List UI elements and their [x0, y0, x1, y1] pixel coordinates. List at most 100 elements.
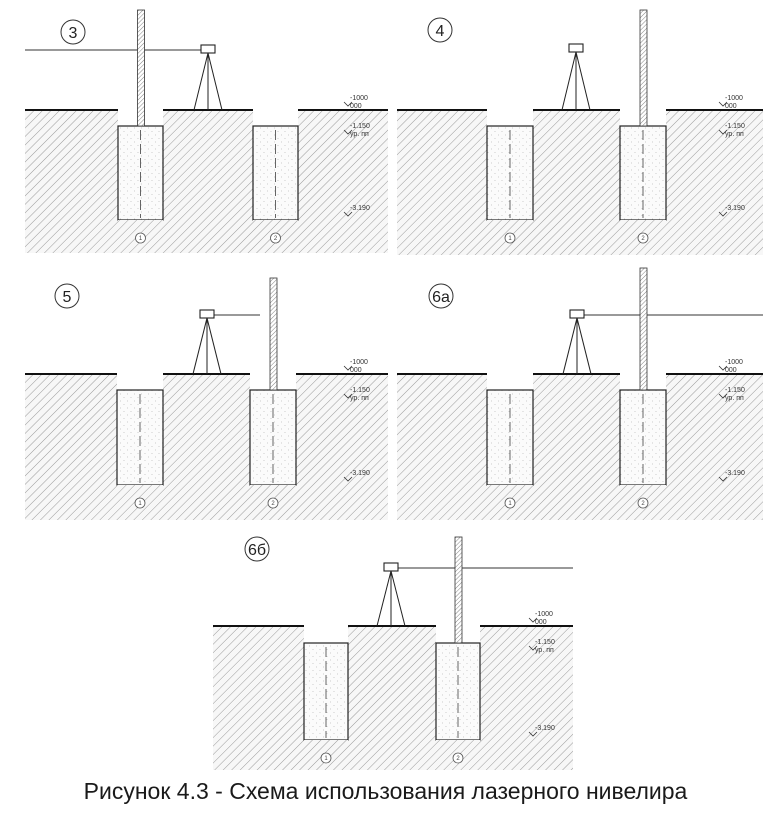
tripod-leg — [206, 317, 222, 375]
elevation-triangle — [528, 617, 538, 623]
panel-label: 6б — [248, 542, 266, 559]
elevation-mark: -1000 — [350, 359, 368, 366]
tripod-leg — [562, 317, 578, 375]
elevation-mark: -1.150 — [725, 387, 745, 394]
soil — [213, 626, 573, 770]
pit-number-circle — [504, 232, 516, 244]
elevation-mark-sub: ур. пп — [725, 131, 744, 138]
leveling-staff — [639, 267, 648, 391]
elevation-triangle — [718, 129, 728, 135]
laser-level — [199, 309, 215, 319]
elevation-mark-sub: ур. пп — [350, 395, 369, 402]
laser-level — [383, 562, 399, 572]
pit-number: 1 — [139, 236, 143, 242]
elevation-mark-sub: 000 — [350, 103, 362, 110]
pit-number: 2 — [274, 236, 278, 242]
elevation-mark-sub: ур. пп — [725, 395, 744, 402]
pit-number-circle — [134, 497, 146, 509]
tripod-leg — [376, 570, 392, 627]
panel-label-circle — [427, 17, 453, 43]
elevation-triangle — [343, 129, 353, 135]
panel-label: 5 — [63, 289, 72, 306]
elevation-triangle — [528, 731, 538, 737]
elevation-triangle — [343, 101, 353, 107]
tripod-leg — [192, 317, 208, 375]
elevation-triangle — [718, 476, 728, 482]
elevation-mark: -1.150 — [725, 123, 745, 130]
figure-caption: Рисунок 4.3 - Схема использования лазерн… — [83, 778, 688, 804]
elevation-mark: -1.150 — [535, 639, 555, 646]
elevation-mark-sub: ур. пп — [350, 131, 369, 138]
pit-number: 2 — [271, 501, 275, 507]
elevation-mark: -1000 — [725, 359, 743, 366]
elevation-mark-sub: 000 — [725, 103, 737, 110]
elevation-triangle — [718, 393, 728, 399]
pit-number-circle — [637, 497, 649, 509]
pit-number: 2 — [456, 756, 460, 762]
elevation-mark: -1000 — [535, 611, 553, 618]
pit-number-circle — [320, 752, 332, 764]
elevation-mark-sub: 000 — [725, 367, 737, 374]
elevation-mark: -1000 — [350, 95, 368, 102]
elevation-mark: -3.190 — [725, 470, 745, 477]
elevation-triangle — [343, 365, 353, 371]
leveling-staff — [454, 536, 463, 644]
panel-label: 6а — [432, 289, 450, 306]
elevation-mark: -3.190 — [350, 470, 370, 477]
soil — [397, 374, 763, 520]
tripod-leg — [575, 51, 591, 111]
elevation-mark: -3.190 — [725, 205, 745, 212]
pit-number-circle — [267, 497, 279, 509]
elevation-triangle — [343, 393, 353, 399]
soil — [25, 110, 388, 253]
leveling-staff — [639, 9, 648, 127]
tripod-leg — [561, 51, 577, 111]
laser-level — [568, 43, 584, 53]
pit-number-circle — [135, 232, 146, 244]
tripod-leg — [207, 52, 223, 111]
elevation-triangle — [718, 211, 728, 217]
elevation-mark: -1.150 — [350, 123, 370, 130]
pit-number-circle — [637, 232, 649, 244]
elevation-triangle — [718, 101, 728, 107]
soil — [397, 110, 763, 255]
tripod-leg — [193, 52, 209, 111]
tripod-leg — [390, 570, 406, 627]
pit-number-circle — [270, 232, 281, 244]
leveling-staff — [269, 277, 278, 391]
elevation-mark-sub: 000 — [535, 619, 547, 626]
panel-label: 3 — [69, 25, 78, 42]
elevation-mark: -3.190 — [535, 725, 555, 732]
panel-label-circle — [54, 283, 80, 309]
panel-label-circle — [60, 19, 86, 45]
pit-number-circle — [452, 752, 464, 764]
elevation-mark: -3.190 — [350, 205, 370, 212]
elevation-triangle — [343, 211, 353, 217]
pit-number: 1 — [508, 236, 512, 242]
leveling-staff — [137, 9, 145, 127]
elevation-mark: -1.150 — [350, 387, 370, 394]
panel-label-circle — [244, 536, 270, 562]
laser-level — [200, 44, 216, 54]
panel-label-circle — [428, 283, 454, 309]
elevation-triangle — [343, 476, 353, 482]
elevation-triangle — [718, 365, 728, 371]
elevation-mark: -1000 — [725, 95, 743, 102]
elevation-mark-sub: 000 — [350, 367, 362, 374]
pit-number: 1 — [508, 501, 512, 507]
pit-number-circle — [504, 497, 516, 509]
soil — [25, 374, 388, 520]
pit-number: 2 — [641, 501, 645, 507]
pit-number: 2 — [641, 236, 645, 242]
elevation-triangle — [528, 645, 538, 651]
elevation-mark-sub: ур. пп — [535, 647, 554, 654]
panel-label: 4 — [436, 23, 445, 40]
pit-number: 1 — [324, 756, 328, 762]
